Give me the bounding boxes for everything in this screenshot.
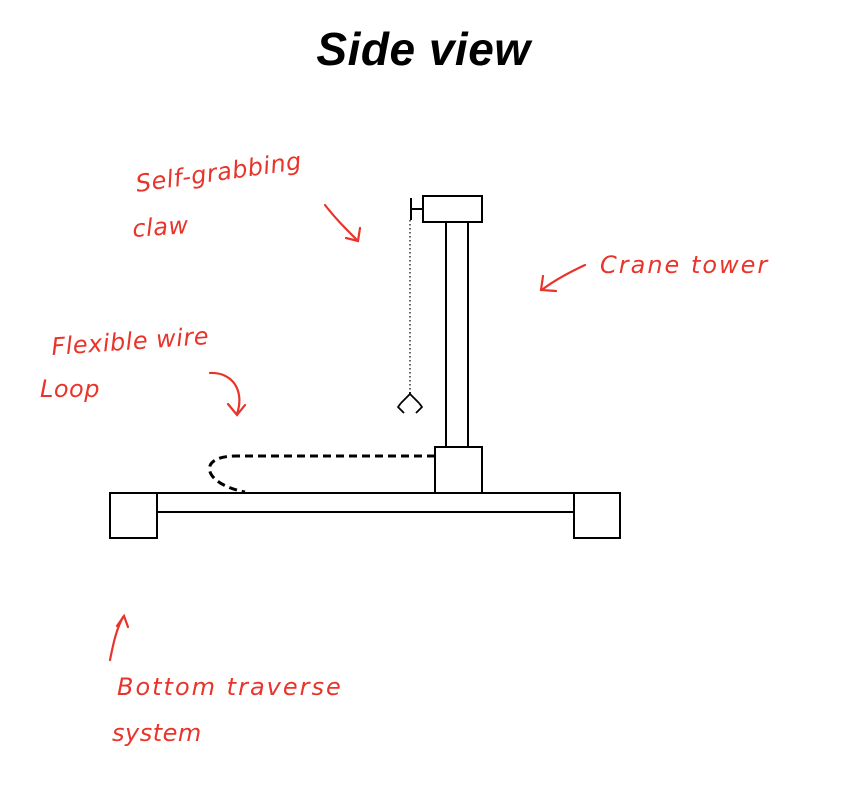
tower-head-block	[422, 195, 483, 223]
traverse-arrow	[108, 613, 130, 662]
claw-label-line2: claw	[131, 211, 189, 243]
left-end-block	[109, 492, 158, 539]
traverse-rail	[156, 492, 575, 513]
tower-arrow	[539, 263, 587, 293]
traverse-label-line2: system	[112, 719, 202, 747]
flexible-wire-loop	[208, 454, 435, 494]
wire-label-line2: Loop	[40, 375, 100, 403]
tower-column	[445, 220, 469, 448]
claw-label-line1: Self-grabbing	[134, 147, 304, 198]
tower-base-carriage	[434, 446, 483, 494]
annotations: Self-grabbing claw Crane tower Flexible …	[40, 147, 769, 747]
right-end-block	[573, 492, 621, 539]
traverse-label-line1: Bottom traverse	[117, 673, 343, 701]
claw-icon	[397, 392, 423, 414]
tower-label: Crane tower	[600, 251, 769, 279]
crane-structure	[109, 195, 621, 539]
wire-label-line1: Flexible wire	[50, 322, 209, 361]
wire-arrow	[208, 371, 247, 417]
claw-arrow	[323, 203, 362, 243]
page-title: Side view	[316, 23, 531, 75]
